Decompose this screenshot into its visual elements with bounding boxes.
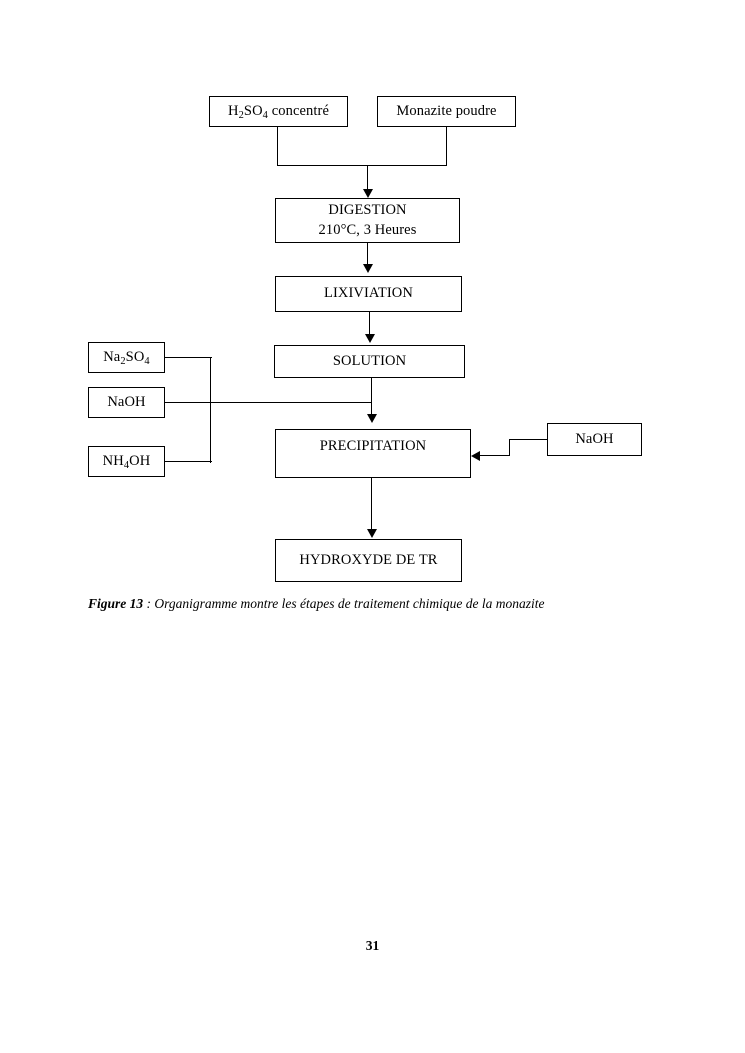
node-lixiviation-label: LIXIVIATION [324,285,413,302]
node-h2so4-concentre: H2SO4 concentré [209,96,348,127]
node-nh4oh: NH4OH [88,446,165,477]
figure-caption: Figure 13 : Organigramme montre les étap… [88,595,668,613]
connector-merge-bar [277,165,447,167]
connector-nh4oh-right [165,461,212,463]
node-precipitation-label: PRECIPITATION [319,438,427,454]
node-hydroxyde-label: HYDROXYDE DE TR [299,551,438,568]
node-lixiviation: LIXIVIATION [275,276,462,312]
connector-precipitation-to-hydroxyde [371,478,373,531]
connector-h2so4-down [277,127,279,166]
connector-left-reagents-riser [210,357,212,463]
arrowhead-naoh-right-to-precipitation [471,451,480,461]
connector-naoh-left-to-precipitation [165,402,372,404]
node-na2so4: Na2SO4 [88,342,165,373]
node-digestion-label: DIGESTION [328,202,407,219]
node-digestion: DIGESTION 210°C, 3 Heures [275,198,460,243]
node-solution: SOLUTION [274,345,465,378]
node-h2so4-label: H2SO4 concentré [228,102,329,121]
node-monazite-label: Monazite poudre [396,102,497,119]
connector-naoh-right-into-precipitation [480,455,510,457]
connector-naoh-right-step [509,439,511,456]
node-naoh-right: NaOH [547,423,642,456]
page-number: 31 [365,938,380,953]
node-naoh-right-label: NaOH [575,430,614,447]
arrowhead-to-hydroxyde [367,529,377,538]
node-nh4oh-label: NH4OH [102,452,151,471]
node-naoh-left-label: NaOH [107,393,146,410]
arrowhead-to-precipitation [367,414,377,423]
arrowhead-to-digestion [363,189,373,198]
node-naoh-left: NaOH [88,387,165,418]
connector-monazite-down [446,127,448,166]
connector-naoh-right-out [510,439,548,441]
node-solution-label: SOLUTION [332,352,407,369]
figure-number: Figure 13 [88,596,144,611]
figure-caption-text: : Organigramme montre les étapes de trai… [143,596,545,611]
arrowhead-to-solution [365,334,375,343]
connector-na2so4-right [165,357,212,359]
connector-solution-to-precipitation [371,378,373,416]
node-digestion-conditions: 210°C, 3 Heures [318,221,417,238]
node-monazite-poudre: Monazite poudre [377,96,516,127]
node-na2so4-label: Na2SO4 [103,348,150,367]
arrowhead-to-lixiviation [363,264,373,273]
connector-merge-to-digestion [367,165,369,193]
node-hydroxyde-de-tr: HYDROXYDE DE TR [275,539,462,582]
connector-lixiviation-to-solution [369,312,371,337]
connector-digestion-to-lixiviation [367,243,369,268]
process-flowchart: H2SO4 concentré Monazite poudre DIGESTIO… [88,96,642,582]
node-precipitation: PRECIPITATION [275,429,471,478]
